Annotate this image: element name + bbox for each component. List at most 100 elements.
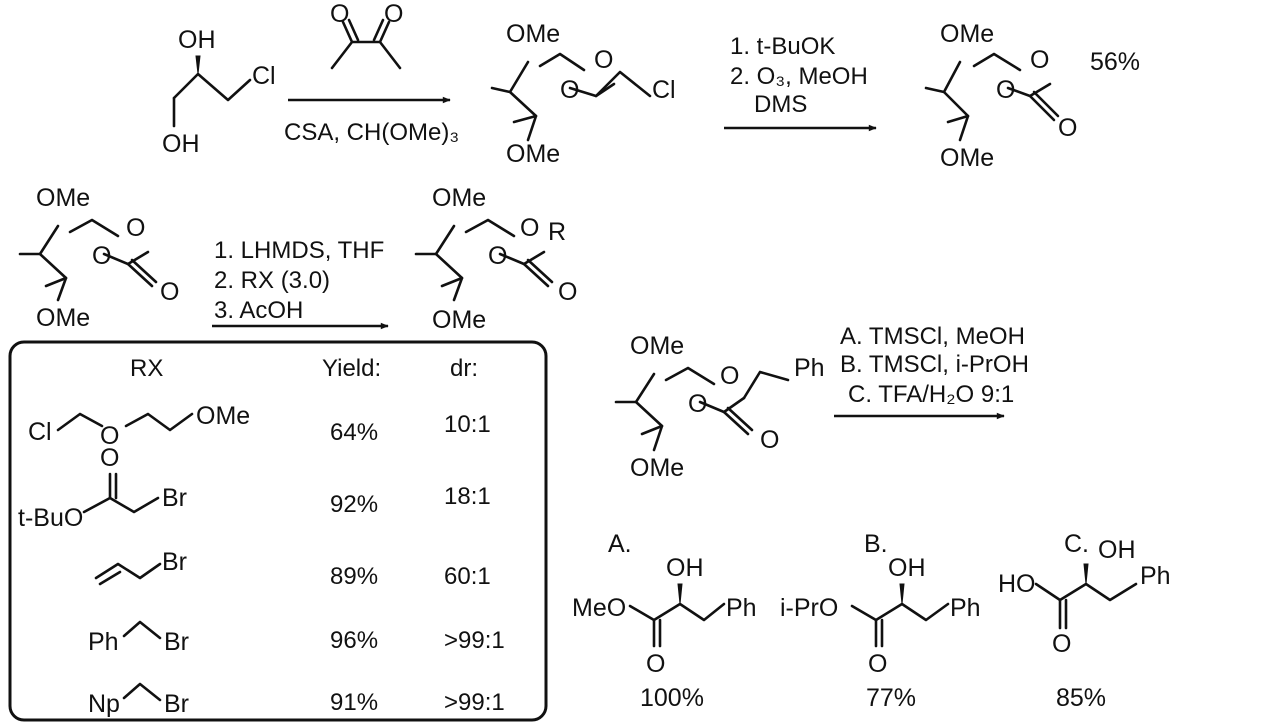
svg-text:MeO: MeO bbox=[572, 594, 626, 622]
atom-o: O bbox=[558, 278, 577, 306]
atom-cl: Cl bbox=[252, 62, 276, 90]
step2-reagent-2: 2. O₃, MeOH bbox=[730, 63, 868, 90]
product-a-yield: 100% bbox=[640, 684, 704, 712]
yield-3: 89% bbox=[330, 563, 378, 590]
product-c: C. HO OH Ph O 85% bbox=[998, 530, 1171, 712]
atom-o: O bbox=[760, 426, 779, 454]
atom-r: R bbox=[548, 218, 566, 246]
step4-reagent-a: A. TMSCl, MeOH bbox=[840, 323, 1025, 350]
rx-structure-1: Cl O OMe bbox=[28, 402, 250, 450]
svg-text:HO: HO bbox=[998, 570, 1036, 598]
step2-yield: 56% bbox=[1090, 48, 1140, 76]
rx-table: RX Yield: dr: Cl O OMe 64% 10:1 t-BuO O … bbox=[8, 340, 548, 722]
atom-o: O bbox=[1058, 114, 1077, 142]
atom-ome: OMe bbox=[36, 184, 90, 212]
svg-text:O: O bbox=[100, 444, 119, 472]
dr-2: 18:1 bbox=[444, 483, 491, 510]
atom-o: O bbox=[560, 76, 579, 104]
product-a: A. MeO OH Ph O 100% bbox=[572, 530, 757, 712]
svg-text:Ph: Ph bbox=[88, 628, 119, 656]
step1-reagents: CSA, CH(OMe)₃ bbox=[284, 119, 459, 146]
dr-3: 60:1 bbox=[444, 563, 491, 590]
dr-4: >99:1 bbox=[444, 627, 505, 654]
svg-text:O: O bbox=[100, 422, 119, 450]
svg-text:Cl: Cl bbox=[28, 418, 52, 446]
yield-4: 96% bbox=[330, 627, 378, 654]
svg-text:Br: Br bbox=[164, 628, 189, 656]
svg-text:OH: OH bbox=[666, 554, 704, 582]
atom-ome: OMe bbox=[432, 306, 486, 334]
intermediate-chloride: OMe O O Cl OMe bbox=[490, 20, 676, 168]
product-b-yield: 77% bbox=[866, 684, 916, 712]
yield-header: Yield: bbox=[322, 355, 381, 382]
svg-text:O: O bbox=[646, 650, 665, 678]
atom-ome: OMe bbox=[506, 20, 560, 48]
dr-1: 10:1 bbox=[444, 411, 491, 438]
svg-text:O: O bbox=[1052, 630, 1071, 658]
svg-text:Br: Br bbox=[162, 548, 187, 576]
atom-o: O bbox=[126, 214, 145, 242]
atom-o: O bbox=[996, 76, 1015, 104]
alkylated-lactone: OMe O O R O OMe bbox=[414, 184, 577, 334]
product-a-label: A. bbox=[608, 530, 632, 558]
yield-5: 91% bbox=[330, 689, 378, 716]
atom-o: O bbox=[594, 46, 613, 74]
product-c-yield: 85% bbox=[1056, 684, 1106, 712]
butanedione-reagent: O O bbox=[330, 0, 403, 70]
svg-text:O: O bbox=[868, 650, 887, 678]
rx-structure-3: Br bbox=[94, 548, 187, 586]
step2-reagent-1: 1. t-BuOK bbox=[730, 33, 835, 60]
rx-structure-2: t-BuO O Br bbox=[18, 444, 187, 532]
step4-reagent-c: C. TFA/H₂O 9:1 bbox=[848, 381, 1014, 408]
atom-o: O bbox=[520, 214, 539, 242]
dr-header: dr: bbox=[450, 355, 478, 382]
product-c-label: C. bbox=[1064, 530, 1089, 558]
step3-reagent-2: 2. RX (3.0) bbox=[214, 267, 330, 294]
dr-5: >99:1 bbox=[444, 689, 505, 716]
atom-ome: OMe bbox=[630, 332, 684, 360]
step4-reagent-b: B. TMSCl, i-PrOH bbox=[840, 351, 1029, 378]
lactone-start-row2: OMe O O O OMe bbox=[18, 184, 179, 332]
atom-o: O bbox=[92, 242, 111, 270]
atom-o: O bbox=[688, 390, 707, 418]
atom-o: O bbox=[330, 0, 349, 28]
rx-structure-5: Np Br bbox=[88, 682, 189, 718]
svg-text:Ph: Ph bbox=[726, 594, 757, 622]
svg-text:Br: Br bbox=[162, 484, 187, 512]
atom-oh: OH bbox=[178, 26, 216, 54]
svg-text:Br: Br bbox=[164, 690, 189, 718]
chloropropanediol: OH Cl OH bbox=[162, 26, 276, 158]
svg-text:Np: Np bbox=[88, 690, 120, 718]
svg-text:OH: OH bbox=[1098, 536, 1136, 564]
atom-ome: OMe bbox=[36, 304, 90, 332]
atom-o: O bbox=[384, 0, 403, 28]
yield-2: 92% bbox=[330, 491, 378, 518]
product-b-label: B. bbox=[864, 530, 888, 558]
atom-o: O bbox=[1030, 46, 1049, 74]
benzyl-lactone: OMe O O Ph O OMe bbox=[614, 332, 825, 482]
step2-reagent-3: DMS bbox=[754, 91, 807, 118]
rx-header: RX bbox=[130, 355, 163, 382]
svg-text:t-BuO: t-BuO bbox=[18, 504, 83, 532]
atom-cl: Cl bbox=[652, 76, 676, 104]
svg-text:Ph: Ph bbox=[1140, 562, 1171, 590]
atom-ome: OMe bbox=[506, 140, 560, 168]
atom-ome: OMe bbox=[940, 20, 994, 48]
svg-text:OMe: OMe bbox=[196, 402, 250, 430]
svg-text:i-PrO: i-PrO bbox=[780, 594, 838, 622]
atom-ome: OMe bbox=[432, 184, 486, 212]
lactone-product: OMe O O O OMe bbox=[924, 20, 1077, 172]
step3-reagent-3: 3. AcOH bbox=[214, 297, 303, 324]
atom-o: O bbox=[488, 242, 507, 270]
atom-ph: Ph bbox=[794, 354, 825, 382]
atom-oh: OH bbox=[162, 130, 200, 158]
yield-1: 64% bbox=[330, 419, 378, 446]
rx-table-frame bbox=[8, 340, 548, 722]
step3-reagent-1: 1. LHMDS, THF bbox=[214, 237, 384, 264]
atom-o: O bbox=[160, 278, 179, 306]
rx-structure-4: Ph Br bbox=[88, 620, 189, 656]
atom-ome: OMe bbox=[630, 454, 684, 482]
atom-ome: OMe bbox=[940, 144, 994, 172]
svg-text:OH: OH bbox=[888, 554, 926, 582]
